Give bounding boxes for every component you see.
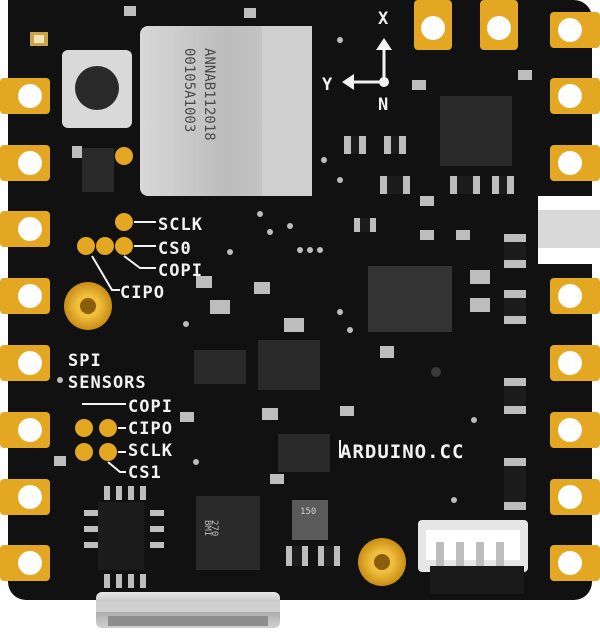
spi-bottom-lines	[82, 403, 126, 473]
reset-button	[62, 50, 132, 128]
right-edge-pads	[538, 12, 600, 581]
chip-upper-right	[440, 96, 512, 166]
module-label-line2: 00105A1003	[181, 48, 197, 132]
small-chip-150: 150	[292, 500, 328, 540]
top-edge-pads	[414, 0, 518, 50]
spi-top-lines	[91, 221, 156, 291]
battery-connector	[418, 520, 528, 594]
usb-c-connector	[96, 592, 280, 628]
chip-mid	[258, 340, 320, 390]
spi-top-label-1: SCLK	[158, 215, 203, 235]
bmi270-chip: BMI 270	[196, 496, 260, 570]
spi-header-line1: SPI	[68, 351, 102, 371]
spi-bottom-label-2: CIPO	[128, 419, 173, 439]
spi-bottom-label-3: SCLK	[128, 441, 173, 461]
spi-header-line2: SENSORS	[68, 373, 147, 393]
website-label: ARDUINO.CC	[340, 441, 464, 463]
spi-top-pads	[77, 147, 133, 255]
axis-marker: X Y N	[322, 9, 392, 115]
spi-bottom-pads	[75, 419, 117, 461]
radio-module: ANNAB112018 00105A1003	[140, 26, 312, 196]
spi-bottom-label-1: COPI	[128, 397, 173, 417]
passive-components	[54, 6, 532, 566]
chip-mid-left	[194, 350, 246, 384]
svg-text:BMI: BMI	[202, 520, 212, 536]
axis-z-label: N	[378, 95, 389, 115]
spi-top-label-4: CIPO	[120, 283, 165, 303]
left-edge-pads	[0, 78, 50, 581]
mcu-chip	[368, 266, 452, 332]
spi-top-label-2: CS0	[158, 239, 192, 259]
vias	[57, 37, 477, 503]
chip-small-left	[82, 148, 114, 192]
chip-lower-mid	[278, 434, 330, 472]
lower-left-ic	[84, 486, 164, 588]
module-label-line1: ANNAB112018	[201, 48, 217, 141]
svg-text:150: 150	[300, 507, 316, 517]
svg-text:270: 270	[209, 520, 219, 536]
axis-y-label: Y	[322, 75, 333, 95]
spi-bottom-label-4: CS1	[128, 463, 162, 483]
axis-x-label: X	[378, 9, 389, 29]
spi-top-label-3: COPI	[158, 261, 203, 281]
